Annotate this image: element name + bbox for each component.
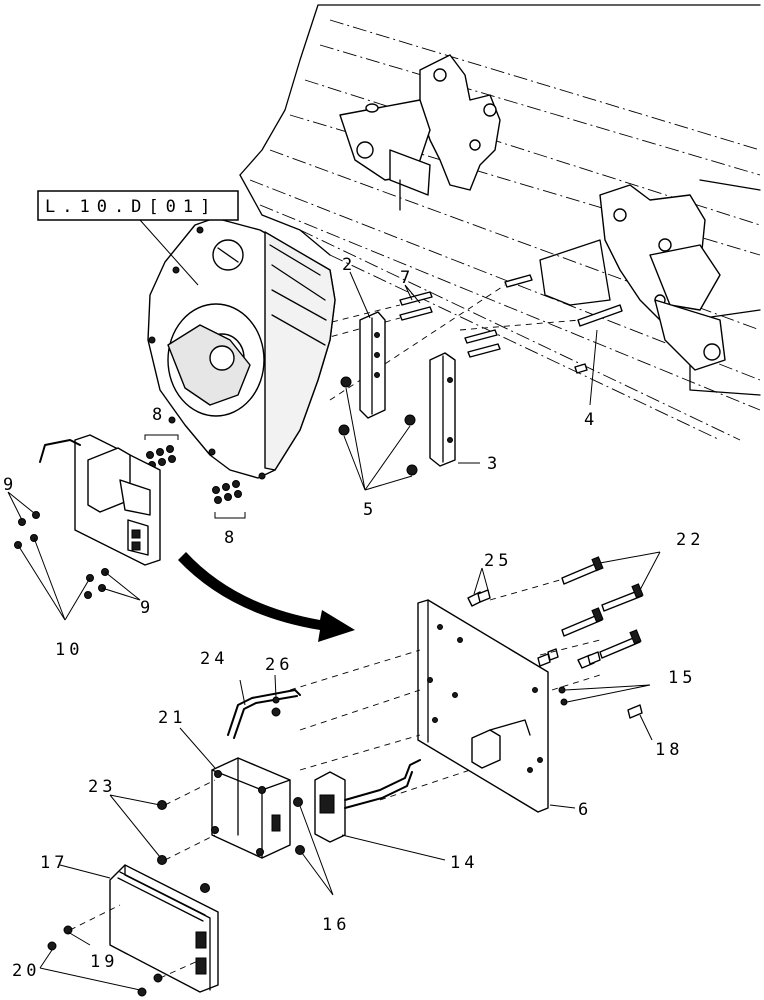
reference-box[interactable]: L.10.D[01]	[37, 190, 239, 286]
controller-17	[109, 864, 219, 993]
callout-26: 26	[265, 655, 293, 675]
callout-5: 5	[363, 500, 377, 520]
nuts-5	[338, 376, 418, 476]
relay-box-21	[211, 757, 291, 859]
fasteners-19-20	[47, 779, 216, 997]
callout-9-bottom: 9	[140, 598, 154, 618]
callout-4: 4	[584, 410, 598, 430]
hinge-assembly-upper	[339, 54, 501, 211]
bolts-22	[561, 556, 644, 659]
callout-2: 2	[342, 255, 356, 275]
pins	[299, 274, 623, 401]
callout-23: 23	[88, 777, 116, 797]
handle-24	[227, 689, 301, 739]
callout-3: 3	[487, 454, 501, 474]
small-parts	[289, 579, 643, 801]
callout-16: 16	[322, 915, 350, 935]
fasteners-9-10	[14, 511, 109, 599]
connector-14	[314, 759, 421, 843]
callout-24: 24	[200, 649, 228, 669]
callout-18: 18	[655, 740, 683, 760]
callout-21: 21	[158, 708, 186, 728]
callout-20: 20	[12, 961, 40, 981]
callout-6: 6	[578, 800, 592, 820]
nuts-23-16	[157, 797, 305, 893]
callout-19: 19	[90, 952, 118, 972]
hinge-assembly-lower	[539, 184, 726, 371]
callout-25: 25	[484, 551, 512, 571]
bracket-2	[359, 311, 386, 419]
callout-22: 22	[676, 530, 704, 550]
callout-15: 15	[668, 668, 696, 688]
bracket-3	[429, 352, 456, 467]
callouts: 2 7 4 3 5 8 8 9 9 10 22 25 24 26 15 21 1…	[3, 255, 704, 981]
callout-7: 7	[400, 268, 414, 288]
callout-8-bottom: 8	[224, 528, 238, 548]
flywheel-housing	[147, 217, 336, 480]
callout-10: 10	[55, 640, 83, 660]
callout-9-left: 9	[3, 475, 17, 495]
callout-8-top: 8	[152, 405, 166, 425]
assembled-panel	[39, 434, 161, 566]
direction-arrow	[178, 552, 355, 642]
callout-14: 14	[450, 853, 478, 873]
reference-label: L.10.D[01]	[45, 197, 217, 217]
leader-lines	[7, 271, 661, 991]
machine-frame	[239, 4, 761, 441]
callout-17: 17	[40, 853, 68, 873]
mounting-plate-6	[417, 599, 549, 813]
